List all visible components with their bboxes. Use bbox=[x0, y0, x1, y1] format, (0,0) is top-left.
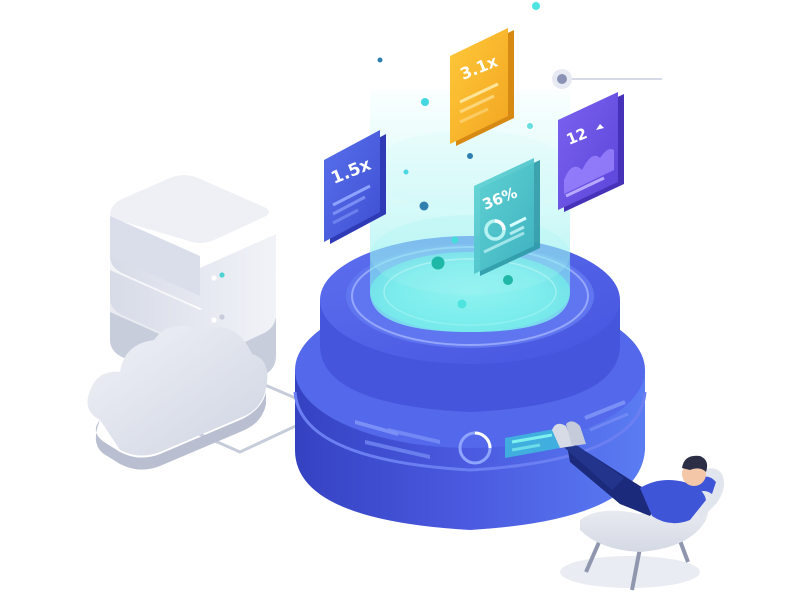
server-light-icon bbox=[219, 314, 225, 320]
stat-card-right: 12 bbox=[558, 92, 624, 212]
triangle-up-icon bbox=[596, 124, 604, 130]
donut-chart-icon bbox=[484, 219, 506, 241]
stat-card-center: 36% bbox=[474, 158, 540, 276]
server-light-icon bbox=[219, 272, 225, 278]
server-light-icon bbox=[211, 275, 217, 281]
power-ring-icon bbox=[458, 431, 492, 465]
server-light-icon bbox=[211, 317, 217, 323]
pointer-pin bbox=[552, 69, 662, 89]
cloud-icon bbox=[87, 325, 268, 470]
area-chart-icon bbox=[564, 149, 614, 194]
person-relaxing bbox=[552, 421, 724, 591]
data-particles bbox=[377, 2, 540, 309]
platform-screen bbox=[505, 428, 560, 458]
stat-card-left: 1.5x bbox=[324, 130, 386, 244]
stat-card-top: 3.1x bbox=[450, 28, 514, 146]
platform-vents bbox=[355, 420, 440, 459]
